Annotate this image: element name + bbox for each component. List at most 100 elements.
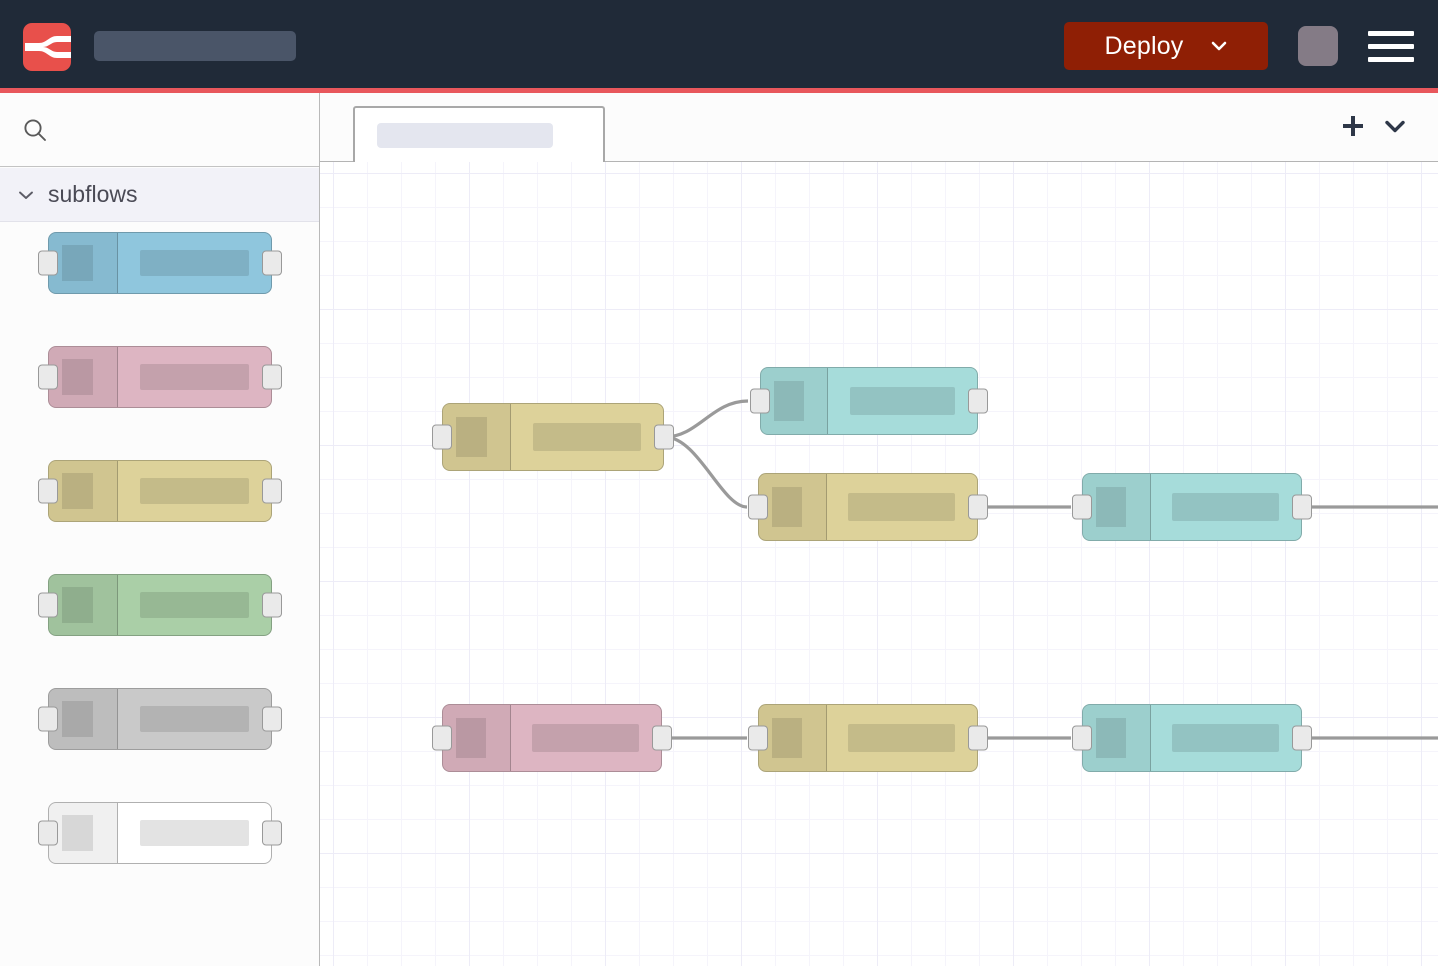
canvas-node-cyan-2[interactable] bbox=[1072, 473, 1312, 541]
wire-tan1-to-tan2[interactable] bbox=[664, 435, 748, 509]
node-output-port[interactable] bbox=[262, 820, 282, 846]
canvas-node-cyan-3[interactable] bbox=[1072, 704, 1312, 772]
palette-node-list bbox=[0, 222, 319, 966]
palette-node-grey[interactable] bbox=[38, 688, 282, 750]
node-type-icon bbox=[1095, 487, 1127, 527]
node-label bbox=[140, 478, 249, 504]
node-label bbox=[140, 364, 249, 390]
node-icon-box bbox=[49, 233, 118, 293]
canvas-node-tan-2[interactable] bbox=[748, 473, 988, 541]
node-output-port[interactable] bbox=[1292, 494, 1312, 520]
node-type-icon bbox=[1095, 718, 1127, 758]
node-output-port[interactable] bbox=[968, 494, 988, 520]
node-input-port[interactable] bbox=[38, 820, 58, 846]
node-type-icon bbox=[61, 587, 94, 623]
node-label bbox=[848, 493, 956, 521]
flow-canvas[interactable] bbox=[320, 162, 1438, 966]
node-input-port[interactable] bbox=[432, 725, 452, 751]
palette-category-subflows[interactable]: subflows bbox=[0, 168, 319, 222]
node-icon-box bbox=[49, 461, 118, 521]
node-input-port[interactable] bbox=[432, 424, 452, 450]
node-output-port[interactable] bbox=[652, 725, 672, 751]
node-label bbox=[140, 706, 249, 732]
palette-category-label: subflows bbox=[48, 181, 138, 207]
node-icon-box bbox=[443, 404, 512, 470]
node-output-port[interactable] bbox=[262, 706, 282, 732]
node-label bbox=[140, 592, 249, 618]
node-icon-box bbox=[49, 575, 118, 635]
node-type-icon bbox=[61, 701, 94, 737]
palette-search-row bbox=[0, 93, 319, 167]
node-input-port[interactable] bbox=[38, 364, 58, 390]
wire-layer bbox=[663, 399, 1438, 740]
node-icon-box bbox=[443, 705, 511, 771]
node-type-icon bbox=[455, 417, 487, 457]
node-output-port[interactable] bbox=[968, 388, 988, 414]
header-search-input[interactable] bbox=[94, 31, 296, 61]
hamburger-menu-icon[interactable] bbox=[1368, 26, 1414, 66]
node-output-port[interactable] bbox=[262, 364, 282, 390]
node-label bbox=[140, 250, 249, 276]
node-type-icon bbox=[773, 381, 804, 421]
node-input-port[interactable] bbox=[748, 725, 768, 751]
node-type-icon bbox=[61, 359, 94, 395]
node-icon-box bbox=[1083, 474, 1151, 540]
node-type-icon bbox=[771, 487, 803, 527]
node-label bbox=[532, 724, 640, 752]
chevron-down-icon[interactable] bbox=[1378, 109, 1412, 143]
canvas-node-cyan-1[interactable] bbox=[750, 367, 988, 435]
node-type-icon bbox=[61, 815, 94, 851]
node-type-icon bbox=[771, 718, 803, 758]
flow-tab-active[interactable] bbox=[353, 106, 605, 163]
node-output-port[interactable] bbox=[968, 725, 988, 751]
palette-node-tan[interactable] bbox=[38, 460, 282, 522]
flow-tab-bar bbox=[320, 93, 1438, 163]
node-icon-box bbox=[761, 368, 828, 434]
node-output-port[interactable] bbox=[262, 592, 282, 618]
node-input-port[interactable] bbox=[38, 250, 58, 276]
workspace bbox=[320, 93, 1438, 966]
palette-node-white[interactable] bbox=[38, 802, 282, 864]
node-label bbox=[533, 423, 641, 451]
node-output-port[interactable] bbox=[262, 250, 282, 276]
menu-bar-3 bbox=[1368, 56, 1414, 62]
node-label bbox=[1172, 724, 1280, 752]
node-icon-box bbox=[759, 705, 827, 771]
node-icon-box bbox=[49, 347, 118, 407]
search-icon[interactable] bbox=[22, 117, 48, 143]
palette-node-green[interactable] bbox=[38, 574, 282, 636]
user-avatar[interactable] bbox=[1298, 26, 1338, 66]
node-output-port[interactable] bbox=[654, 424, 674, 450]
plus-icon[interactable] bbox=[1336, 109, 1370, 143]
node-input-port[interactable] bbox=[750, 388, 770, 414]
palette-node-pink[interactable] bbox=[38, 346, 282, 408]
node-type-icon bbox=[455, 718, 487, 758]
menu-bar-2 bbox=[1368, 43, 1414, 49]
node-input-port[interactable] bbox=[38, 592, 58, 618]
deploy-button-label: Deploy bbox=[1104, 31, 1184, 60]
header-accent-bar bbox=[0, 88, 1438, 93]
chevron-down-icon bbox=[1210, 37, 1228, 55]
node-icon-box bbox=[759, 474, 827, 540]
wire-tan1-to-cyan1[interactable] bbox=[664, 399, 749, 439]
node-icon-box bbox=[49, 689, 118, 749]
chevron-down-icon bbox=[16, 185, 36, 205]
node-input-port[interactable] bbox=[38, 706, 58, 732]
node-red-logo-icon[interactable] bbox=[23, 23, 71, 71]
flow-tab-label bbox=[377, 123, 553, 148]
canvas-node-pink-1[interactable] bbox=[432, 704, 672, 772]
canvas-node-tan-1[interactable] bbox=[432, 403, 674, 471]
node-input-port[interactable] bbox=[38, 478, 58, 504]
node-input-port[interactable] bbox=[1072, 725, 1092, 751]
node-icon-box bbox=[1083, 705, 1151, 771]
node-type-icon bbox=[61, 245, 94, 281]
palette-node-blue[interactable] bbox=[38, 232, 282, 294]
node-input-port[interactable] bbox=[1072, 494, 1092, 520]
node-output-port[interactable] bbox=[1292, 725, 1312, 751]
canvas-node-tan-3[interactable] bbox=[748, 704, 988, 772]
deploy-button[interactable]: Deploy bbox=[1064, 22, 1268, 70]
node-output-port[interactable] bbox=[262, 478, 282, 504]
node-input-port[interactable] bbox=[748, 494, 768, 520]
node-label bbox=[140, 820, 249, 846]
